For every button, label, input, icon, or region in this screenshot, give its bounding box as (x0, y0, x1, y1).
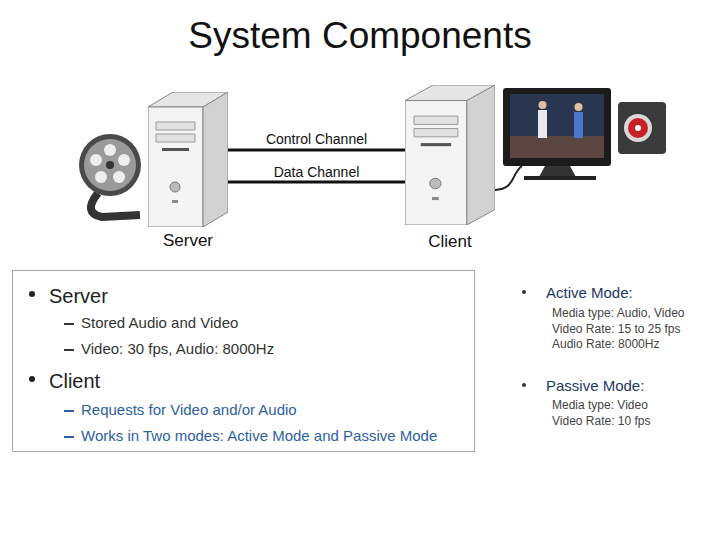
mode-detail: Media type: Audio, Video (552, 306, 717, 320)
monitor-base (524, 176, 596, 180)
drive-bay (156, 122, 195, 130)
monitor-stand (539, 166, 576, 177)
mode-heading: Passive Mode: (546, 377, 711, 395)
power-led (432, 197, 439, 200)
monitor (503, 88, 611, 180)
speaker-center (635, 125, 641, 131)
reel-hole (118, 154, 130, 166)
power-led (172, 200, 178, 203)
monitor-screen (510, 94, 604, 158)
film-strip (91, 193, 140, 217)
bullet-dot (29, 291, 35, 297)
speaker (618, 102, 666, 154)
bullet-item: Works in Two modes: Active Mode and Pass… (81, 427, 466, 445)
mode-detail: Audio Rate: 8000Hz (552, 337, 717, 351)
bullet-dash (64, 349, 74, 351)
reel-hole (95, 171, 107, 183)
film-reel (79, 134, 141, 217)
bullet-item: Video: 30 fps, Audio: 8000Hz (81, 340, 466, 358)
computer-tower (148, 92, 228, 227)
channel-label: Data Channel (237, 164, 397, 181)
channel-line (228, 181, 405, 184)
mode-detail: Video Rate: 15 to 25 fps (552, 322, 717, 336)
bullet-dot (522, 383, 526, 387)
channel-label: Control Channel (237, 131, 397, 148)
bullet-dash (64, 323, 74, 325)
drive-bay (156, 134, 195, 142)
reel-rim (79, 134, 141, 196)
speaker-ring (624, 114, 652, 142)
screen-figure (574, 112, 583, 138)
speaker-cone (628, 118, 648, 138)
reel-hole (113, 171, 125, 183)
speaker-box (618, 102, 666, 154)
channel-line (228, 149, 405, 152)
bullet-item: Requests for Video and/or Audio (81, 401, 466, 419)
mode-detail: Video Rate: 10 fps (552, 414, 717, 428)
tower-side (203, 92, 228, 227)
bullet-heading: Server (49, 284, 449, 308)
power-button (170, 182, 180, 192)
bullet-heading: Client (49, 369, 449, 393)
screen-figure-head (539, 101, 547, 109)
screen-figure-head (575, 103, 583, 111)
tower-front (405, 101, 467, 225)
tower-side (467, 85, 495, 225)
screen-floor (510, 136, 604, 158)
info-panel: ServerStored Audio and VideoVideo: 30 fp… (12, 270, 475, 452)
computer-tower (405, 85, 495, 225)
screen-figure (538, 110, 547, 138)
computer-node: Server (148, 92, 228, 227)
bullet-dash (64, 436, 74, 438)
reel-hole (90, 154, 102, 166)
mode-heading: Active Mode: (546, 284, 711, 302)
monitor-cable (495, 166, 522, 190)
tower-front (148, 107, 203, 227)
drive-slot (162, 148, 189, 151)
mode-detail: Media type: Video (552, 398, 717, 412)
bullet-item: Stored Audio and Video (81, 314, 466, 332)
reel-hub (106, 161, 114, 169)
reel-hole (104, 144, 116, 156)
bullet-dash (64, 410, 74, 412)
node-label: Client (390, 232, 510, 252)
node-label: Server (128, 231, 248, 251)
power-button (430, 178, 441, 188)
diagram-title: System Components (0, 14, 720, 58)
reel-face (84, 139, 136, 191)
bullet-dot (29, 376, 35, 382)
drive-bay (414, 116, 458, 124)
computer-node: Client (405, 85, 495, 225)
monitor-frame (503, 88, 611, 166)
drive-slot (421, 143, 451, 146)
drive-bay (414, 129, 458, 137)
bullet-dot (522, 290, 526, 294)
